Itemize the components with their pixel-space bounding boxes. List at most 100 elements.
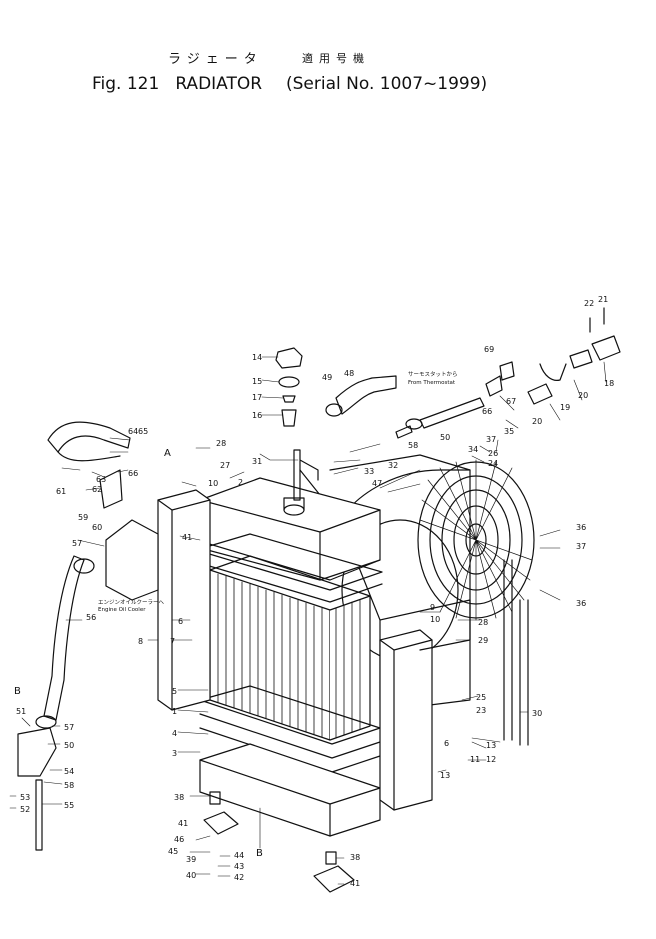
drain-pipe-55 xyxy=(35,779,43,851)
callout-47: 47 xyxy=(372,479,382,488)
callout-40: 40 xyxy=(186,871,196,880)
callout-59: 59 xyxy=(78,513,88,522)
callout-41-upper: 41 xyxy=(182,533,192,542)
callout-21: 21 xyxy=(598,295,608,304)
callout-30: 30 xyxy=(532,709,542,718)
callout-66-left: 66 xyxy=(128,469,138,478)
figure-number: Fig. 121 xyxy=(92,74,160,94)
callout-13-b: 13 xyxy=(440,771,450,780)
callout-52: 52 xyxy=(20,805,30,814)
callout-38-left: 38 xyxy=(174,793,184,802)
serial-range: (Serial No. 1007~1999) xyxy=(286,74,488,94)
callout-12: 12 xyxy=(486,755,496,764)
callout-58: 58 xyxy=(408,441,418,450)
stay-31 xyxy=(293,449,319,501)
callout-61: 61 xyxy=(56,487,66,496)
callout-33: 33 xyxy=(364,467,374,476)
callout-43: 43 xyxy=(234,862,244,871)
callout-36-lower: 36 xyxy=(576,599,586,608)
callout-67: 67 xyxy=(506,397,516,406)
callout-20a: 20 xyxy=(532,417,542,426)
callout-55: 55 xyxy=(64,801,74,810)
bracket-60 xyxy=(99,469,123,509)
cushion-38-left xyxy=(209,791,221,805)
callout-38-right: 38 xyxy=(350,853,360,862)
callout-37-top: 37 xyxy=(486,435,496,444)
cap-seal-17 xyxy=(282,395,296,403)
clamp-57-lower xyxy=(35,715,57,729)
bolts-21-22 xyxy=(589,307,605,333)
callout-50-left: 50 xyxy=(64,741,74,750)
callout-54: 54 xyxy=(64,767,74,776)
top-gasket xyxy=(195,561,383,603)
callout-15: 15 xyxy=(252,377,262,386)
callout-14: 14 xyxy=(252,353,262,362)
radiator-core xyxy=(209,555,371,741)
clamp-57-upper xyxy=(73,558,95,574)
callout-60: 60 xyxy=(92,523,102,532)
callout-69: 69 xyxy=(484,345,494,354)
cushion-38-right xyxy=(325,851,337,865)
clamp-50 xyxy=(405,418,423,430)
callout-46: 46 xyxy=(174,835,184,844)
callout-56: 56 xyxy=(86,613,96,622)
radiator-cap-14 xyxy=(275,347,303,369)
gasket-20 xyxy=(569,349,593,369)
callout-5: 5 xyxy=(172,687,177,696)
leader-lines xyxy=(9,356,607,885)
callout-6-right: 6 xyxy=(444,739,449,748)
callout-51: 51 xyxy=(16,707,26,716)
callout-1: 1 xyxy=(172,707,177,716)
pipe-19 xyxy=(539,363,567,381)
callout-42: 42 xyxy=(234,873,244,882)
ref-a: A xyxy=(164,448,171,459)
callout-10-left: 10 xyxy=(208,479,218,488)
callout-64: 64 xyxy=(128,427,138,436)
callout-18: 18 xyxy=(604,379,614,388)
callout-41-right: 41 xyxy=(350,879,360,888)
callout-28-right: 28 xyxy=(478,618,488,627)
callout-31: 31 xyxy=(252,457,262,466)
upper-hose-48 xyxy=(335,375,397,415)
filler-neck-16 xyxy=(281,409,297,427)
pipe-66 xyxy=(419,397,485,429)
bracket-67 xyxy=(499,361,515,381)
callout-48: 48 xyxy=(344,369,354,378)
callout-26: 26 xyxy=(488,449,498,458)
callout-36-right: 36 xyxy=(576,523,586,532)
callout-35: 35 xyxy=(504,427,514,436)
callout-8: 8 xyxy=(138,637,143,646)
ref-b-bottom: B xyxy=(256,848,263,859)
thermostat-en-label: From Thermostat xyxy=(408,380,456,386)
left-side-frame xyxy=(157,489,211,711)
hose-clamp-49 xyxy=(325,403,343,417)
callout-24: 24 xyxy=(488,459,498,468)
ref-b-top: B xyxy=(14,686,21,697)
callout-2: 2 xyxy=(238,478,243,487)
callout-7: 7 xyxy=(170,637,175,646)
callout-57-lower: 57 xyxy=(64,723,74,732)
bolt-58 xyxy=(395,425,413,439)
callout-23: 23 xyxy=(476,706,486,715)
bottom-gasket-4 xyxy=(199,713,381,759)
callout-10-right: 10 xyxy=(430,615,440,624)
callout-57-upper: 57 xyxy=(72,539,82,548)
lower-hose-56 xyxy=(43,555,85,721)
callout-3: 3 xyxy=(172,749,177,758)
serial-japanese: 適用号機 xyxy=(302,52,370,65)
spring-68 xyxy=(485,375,503,397)
callout-6-left: 6 xyxy=(178,617,183,626)
support-rod-23 xyxy=(503,559,513,741)
callout-20b: 20 xyxy=(578,391,588,400)
oilcooler-jp-label: エンジンオイルクーラーへ xyxy=(98,599,165,606)
callout-41-left: 41 xyxy=(178,819,188,828)
callout-65: 65 xyxy=(138,427,148,436)
callout-4: 4 xyxy=(172,729,177,738)
callout-labels: 14 15 17 16 28 27 31 2 10 41 49 48 69 67… xyxy=(14,295,614,888)
callout-34: 34 xyxy=(468,445,478,454)
callout-16: 16 xyxy=(252,411,262,420)
callout-62: 62 xyxy=(92,485,102,494)
callout-37-right: 37 xyxy=(576,542,586,551)
